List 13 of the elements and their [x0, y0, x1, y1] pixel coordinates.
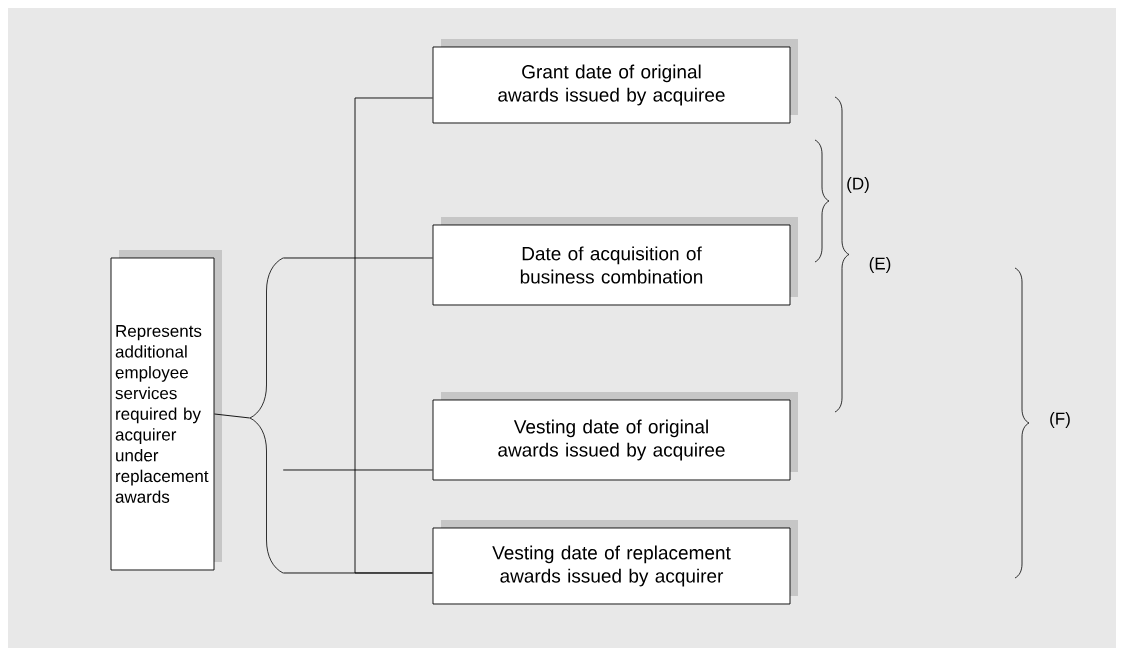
date-box: Vesting date of original awards issued by acquiree — [432, 392, 798, 481]
connector-line — [214, 413, 251, 419]
connector-line — [282, 469, 433, 471]
date-box: Date of acquisition of business combination — [432, 217, 798, 306]
connector-line — [282, 257, 433, 259]
date-box: Grant date of original awards issued by acquiree — [432, 39, 798, 124]
date-box: Represents additional employee services required by acquirer under replacement awards — [110, 250, 222, 571]
brace — [249, 257, 284, 574]
bracket-label: (D) — [847, 177, 869, 193]
date-box: Vesting date of replacement awards issued by acquirer — [432, 520, 798, 605]
connector-line — [354, 97, 433, 574]
bracket-label: (E) — [869, 257, 891, 273]
bracket-label: (F) — [1050, 412, 1070, 428]
